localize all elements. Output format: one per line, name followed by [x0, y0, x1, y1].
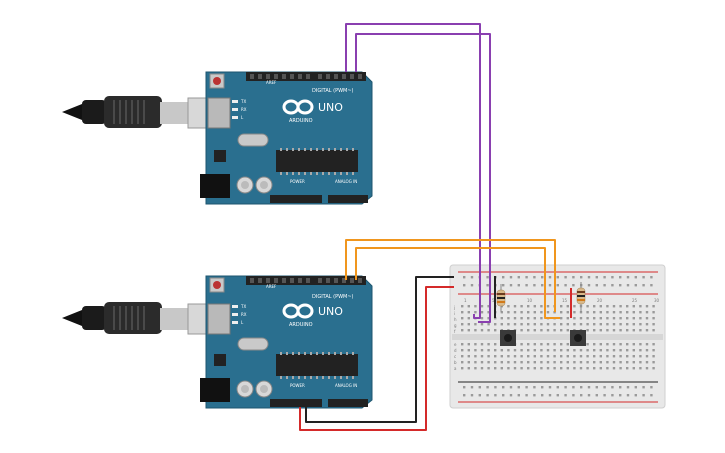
- model-label: UNO: [318, 305, 343, 318]
- svg-text:f: f: [454, 329, 456, 334]
- svg-text:TX: TX: [240, 99, 246, 104]
- arduino-infinity-logo: [282, 99, 314, 115]
- analog-label: ANALOG IN: [335, 179, 357, 184]
- svg-text:d: d: [454, 348, 457, 353]
- svg-text:L: L: [241, 115, 244, 120]
- svg-text:a: a: [454, 366, 457, 371]
- svg-text:L: L: [241, 320, 244, 325]
- svg-text:j: j: [453, 305, 455, 310]
- arduino-uno-top[interactable]: ARDUINO UNO DIGITAL (PWM~) AREF TX RX L …: [62, 71, 373, 205]
- svg-text:RX: RX: [241, 312, 247, 317]
- resistor-left[interactable]: [496, 284, 506, 312]
- svg-text:RX: RX: [241, 107, 247, 112]
- svg-text:TX: TX: [240, 304, 246, 309]
- power-label: POWER: [290, 179, 305, 184]
- arduino-uno-bottom[interactable]: ARDUINO UNO DIGITAL (PWM~) AREF TX RX L …: [62, 275, 373, 409]
- svg-text:15: 15: [562, 298, 568, 303]
- breadboard[interactable]: 1 5 10 15 20 25 30 j i h g f e d c b a: [449, 264, 666, 409]
- status-leds: TX RX L: [232, 304, 247, 325]
- analog-label: ANALOG IN: [335, 383, 357, 388]
- pushbutton-right[interactable]: [570, 330, 586, 346]
- svg-text:5: 5: [492, 298, 495, 303]
- wire-black[interactable]: [305, 276, 454, 423]
- svg-text:e: e: [454, 342, 457, 347]
- aref-label: AREF: [266, 284, 277, 289]
- digital-label: DIGITAL (PWM~): [312, 294, 354, 300]
- brand-label: ARDUINO: [289, 322, 313, 328]
- pushbutton-left[interactable]: [500, 330, 516, 346]
- digital-label: DIGITAL (PWM~): [312, 88, 354, 94]
- wire-orange-2[interactable]: [355, 247, 560, 319]
- svg-text:i: i: [454, 311, 455, 316]
- power-label: POWER: [290, 383, 305, 388]
- resistor-right[interactable]: [576, 282, 586, 312]
- wire-red[interactable]: [299, 286, 454, 431]
- svg-text:c: c: [454, 354, 456, 359]
- svg-text:30: 30: [654, 298, 660, 303]
- aref-label: AREF: [266, 80, 277, 85]
- svg-text:h: h: [454, 317, 457, 322]
- wire-purple-1[interactable]: [345, 23, 481, 319]
- column-numbers: 1 5 10 15 20 25 30: [464, 298, 660, 303]
- usb-cable-icon: [62, 302, 211, 335]
- svg-text:25: 25: [632, 298, 638, 303]
- brand-label: ARDUINO: [289, 118, 313, 124]
- status-leds: TX RX L: [232, 99, 247, 120]
- svg-text:b: b: [454, 360, 457, 365]
- wire-orange-1[interactable]: [345, 239, 556, 312]
- usb-cable-icon: [62, 96, 211, 129]
- svg-text:g: g: [454, 323, 457, 328]
- row-letters: j i h g f e d c b a: [453, 305, 457, 371]
- svg-text:10: 10: [527, 298, 533, 303]
- svg-text:1: 1: [464, 298, 467, 303]
- model-label: UNO: [318, 101, 343, 114]
- wire-purple-2[interactable]: [355, 33, 491, 323]
- arduino-infinity-logo: [282, 303, 314, 319]
- svg-text:20: 20: [597, 298, 603, 303]
- breadboard-holes: [461, 276, 655, 397]
